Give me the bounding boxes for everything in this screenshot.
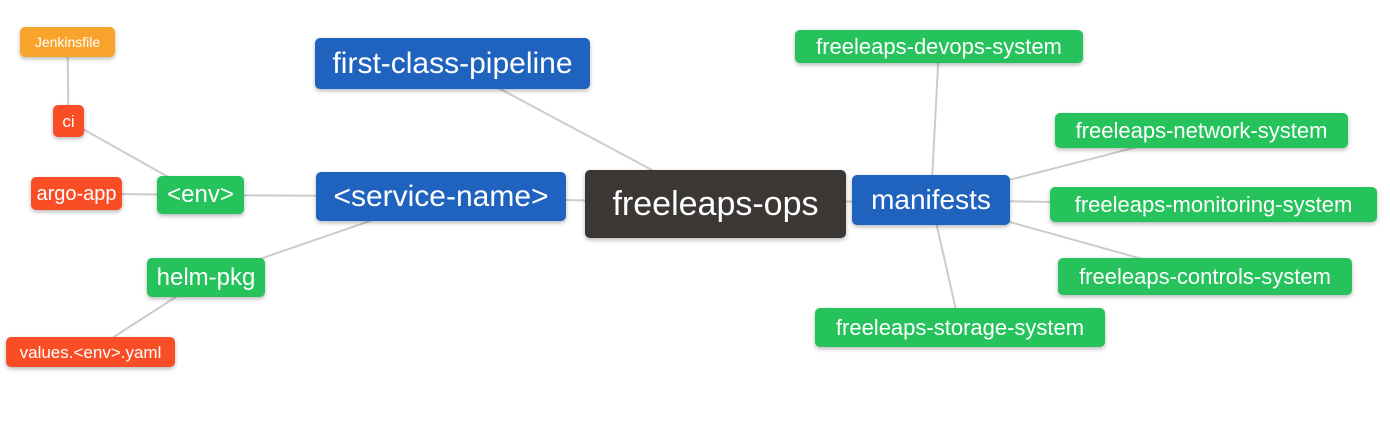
node-label: values.<env>.yaml [19,342,162,362]
node-network-system[interactable]: freeleaps-network-system [1055,113,1348,148]
node-helm-pkg[interactable]: helm-pkg [147,258,265,297]
node-label: freeleaps-controls-system [1079,263,1331,289]
node-label: first-class-pipeline [332,46,573,80]
node-argo-app[interactable]: argo-app [31,177,122,210]
node-label: freeleaps-storage-system [835,314,1085,340]
node-label: <service-name> [333,179,549,213]
node-devops-system[interactable]: freeleaps-devops-system [795,30,1083,63]
node-storage-system[interactable]: freeleaps-storage-system [815,308,1105,347]
node-monitoring-system[interactable]: freeleaps-monitoring-system [1050,187,1377,222]
edge-manifests-devops-system [930,46,940,201]
node-label: manifests [871,184,991,215]
node-label: ci [62,111,75,131]
node-label: <env> [167,181,234,208]
node-jenkinsfile[interactable]: Jenkinsfile [20,27,115,57]
node-ci[interactable]: ci [53,105,84,137]
node-freeleaps-ops[interactable]: freeleaps-ops [585,170,846,238]
node-env[interactable]: <env> [157,176,244,214]
node-values-env-yaml[interactable]: values.<env>.yaml [6,337,175,367]
node-service-name[interactable]: <service-name> [316,172,566,221]
node-label: Jenkinsfile [34,34,101,50]
node-label: freeleaps-ops [612,185,819,223]
node-label: freeleaps-devops-system [816,33,1062,59]
node-first-class-pipeline[interactable]: first-class-pipeline [315,38,590,89]
node-label: helm-pkg [156,263,256,291]
node-controls-system[interactable]: freeleaps-controls-system [1058,258,1352,295]
node-label: freeleaps-monitoring-system [1074,191,1353,217]
node-label: freeleaps-network-system [1075,117,1328,143]
node-label: argo-app [36,182,117,205]
node-manifests[interactable]: manifests [852,175,1010,225]
